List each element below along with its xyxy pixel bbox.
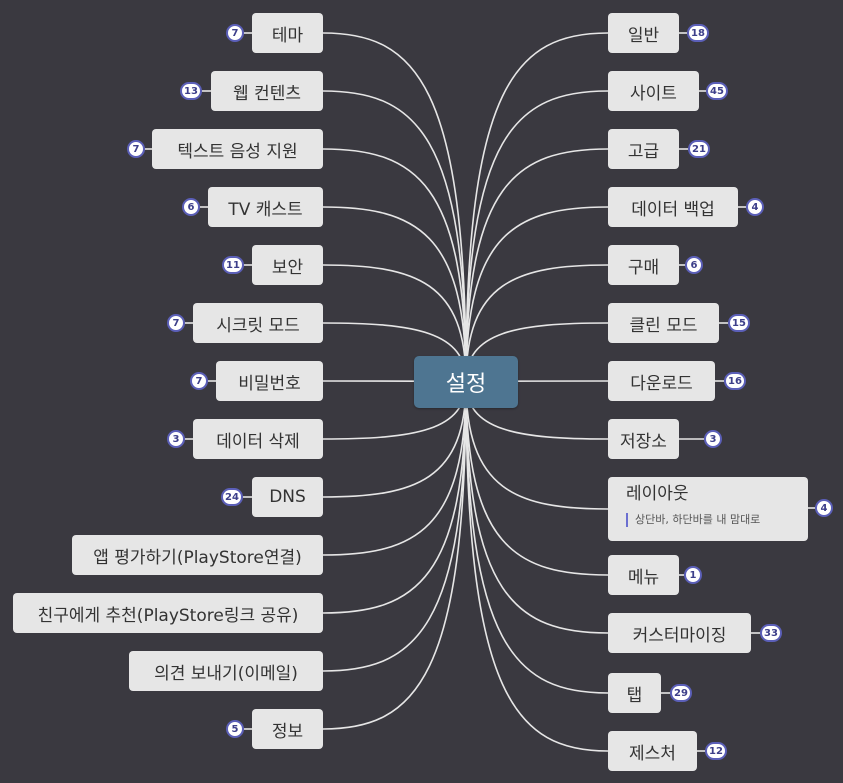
edge-left-11 — [322, 381, 467, 672]
count-badge-advanced: 21 — [688, 140, 710, 158]
edge-left-10 — [322, 381, 467, 614]
edge-left-8 — [322, 381, 467, 498]
edge-right-4 — [465, 264, 609, 383]
count-badge-dns: 24 — [221, 488, 243, 506]
node-info[interactable]: 정보 — [252, 709, 323, 749]
count-badge-purchase: 6 — [685, 256, 703, 274]
count-badge-data-backup: 4 — [746, 198, 764, 216]
edge-left-0 — [322, 32, 467, 383]
count-badge-clean-mode: 15 — [728, 314, 750, 332]
count-badge-text-to-speech: 7 — [127, 140, 145, 158]
count-badge-download: 16 — [724, 372, 746, 390]
node-layout-title: 레이아웃 — [626, 484, 689, 504]
node-password[interactable]: 비밀번호 — [216, 361, 323, 401]
count-badge-web-content: 13 — [180, 82, 202, 100]
count-badge-tab: 29 — [670, 684, 692, 702]
node-recommend-friend[interactable]: 친구에게 추천(PlayStore링크 공유) — [13, 593, 323, 633]
count-badge-layout: 4 — [815, 499, 833, 517]
node-gesture[interactable]: 제스처 — [608, 731, 697, 771]
center-node-settings[interactable]: 설정 — [414, 356, 518, 408]
node-menu[interactable]: 메뉴 — [608, 555, 679, 595]
node-clean-mode[interactable]: 클린 모드 — [608, 303, 719, 343]
node-web-content[interactable]: 웹 컨텐츠 — [211, 71, 323, 111]
count-badge-password: 7 — [190, 372, 208, 390]
edge-right-11 — [465, 381, 609, 694]
count-badge-tv-cast: 6 — [182, 198, 200, 216]
node-general[interactable]: 일반 — [608, 13, 679, 53]
edge-left-4 — [322, 264, 467, 383]
count-badge-customizing: 33 — [760, 624, 782, 642]
node-security[interactable]: 보안 — [252, 245, 323, 285]
node-site[interactable]: 사이트 — [608, 71, 699, 111]
node-tab[interactable]: 탭 — [608, 673, 661, 713]
node-theme[interactable]: 테마 — [252, 13, 323, 53]
node-storage[interactable]: 저장소 — [608, 419, 679, 459]
edge-left-2 — [322, 148, 467, 383]
edge-left-1 — [322, 90, 467, 383]
node-rate-app[interactable]: 앱 평가하기(PlayStore연결) — [72, 535, 323, 575]
edge-right-2 — [465, 148, 609, 383]
count-badge-info: 5 — [226, 720, 244, 738]
edge-left-9 — [322, 381, 467, 556]
edge-right-1 — [465, 90, 609, 383]
edge-left-3 — [322, 206, 467, 383]
node-data-backup[interactable]: 데이터 백업 — [608, 187, 738, 227]
edge-right-8 — [465, 381, 609, 510]
count-badge-general: 18 — [687, 24, 709, 42]
edge-right-0 — [465, 32, 609, 383]
edge-right-12 — [465, 381, 609, 752]
edge-left-12 — [322, 381, 467, 730]
node-purchase[interactable]: 구매 — [608, 245, 679, 285]
count-badge-security: 11 — [222, 256, 244, 274]
node-customizing[interactable]: 커스터마이징 — [608, 613, 751, 653]
count-badge-storage: 3 — [704, 430, 722, 448]
node-download[interactable]: 다운로드 — [608, 361, 715, 401]
node-delete-data[interactable]: 데이터 삭제 — [193, 419, 323, 459]
count-badge-delete-data: 3 — [167, 430, 185, 448]
node-tv-cast[interactable]: TV 캐스트 — [208, 187, 323, 227]
edge-right-3 — [465, 206, 609, 383]
count-badge-menu: 1 — [684, 566, 702, 584]
count-badge-theme: 7 — [226, 24, 244, 42]
edge-right-9 — [465, 381, 609, 576]
count-badge-gesture: 12 — [705, 742, 727, 760]
count-badge-secret-mode: 7 — [167, 314, 185, 332]
node-secret-mode[interactable]: 시크릿 모드 — [193, 303, 323, 343]
node-layout[interactable]: 레이아웃 상단바, 하단바를 내 맘대로 — [608, 477, 808, 541]
node-advanced[interactable]: 고급 — [608, 129, 679, 169]
node-text-to-speech[interactable]: 텍스트 음성 지원 — [152, 129, 323, 169]
node-send-feedback[interactable]: 의견 보내기(이메일) — [129, 651, 323, 691]
edge-right-10 — [465, 381, 609, 634]
node-layout-note: 상단바, 하단바를 내 맘대로 — [626, 513, 794, 527]
count-badge-site: 45 — [706, 82, 728, 100]
node-dns[interactable]: DNS — [252, 477, 323, 517]
